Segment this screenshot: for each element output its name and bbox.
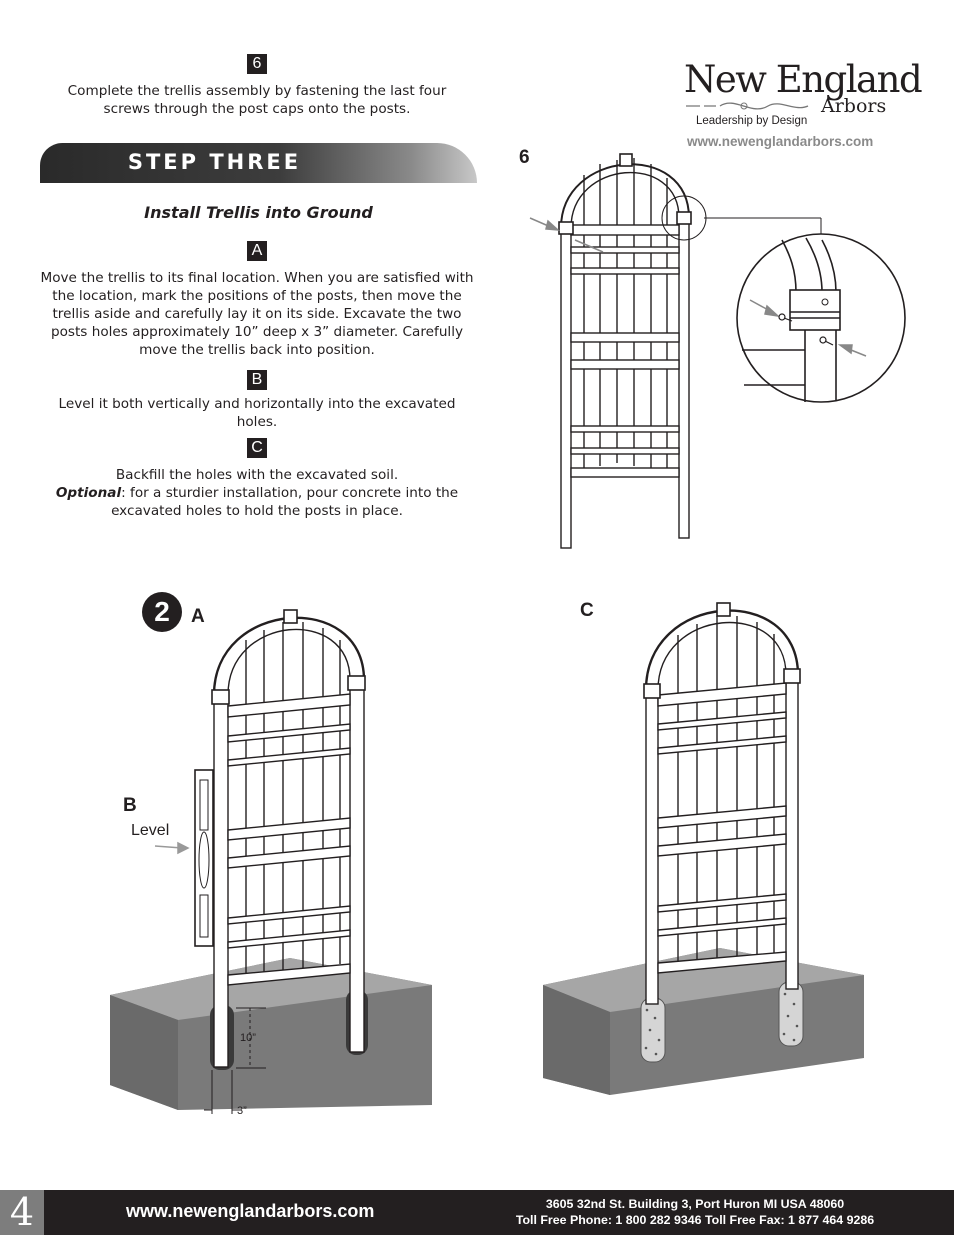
step6-instructions: Complete the trellis assembly by fasteni… — [67, 83, 447, 117]
step-badge-b: B — [247, 370, 267, 390]
page-number: 4 — [0, 1190, 44, 1235]
level-label: Level — [131, 822, 170, 839]
figure-a-label: A — [191, 606, 205, 627]
step-three-banner — [40, 143, 477, 183]
footer-address: 3605 32nd St. Building 3, Port Huron MI … — [545, 1197, 845, 1211]
optional-text: : for a sturdier installation, pour conc… — [111, 485, 459, 519]
step-badge-c: C — [247, 438, 267, 458]
figure-c-label: C — [580, 600, 594, 621]
logo-name: New England — [684, 58, 923, 101]
logo-tagline: Leadership by Design — [696, 115, 808, 127]
step-badge-a: A — [247, 241, 267, 261]
logo-sub: Arbors — [821, 95, 887, 117]
footer-phones: Toll Free Phone: 1 800 282 9346 Toll Fre… — [515, 1213, 875, 1227]
footer-url[interactable]: www.newenglandarbors.com — [126, 1201, 375, 1221]
logo-url: www.newenglandarbors.com — [687, 134, 874, 149]
figure-6-label: 6 — [519, 147, 530, 168]
step-three-subtitle: Install Trellis into Ground — [144, 203, 373, 222]
figure-2-number: 2 — [154, 596, 170, 627]
step-badge-6: 6 — [247, 54, 267, 74]
footer-contact: 3605 32nd St. Building 3, Port Huron MI … — [480, 1196, 910, 1228]
depth-dimension-label: 10” — [240, 1032, 256, 1044]
step-a-instructions: Move the trellis to its final location. … — [40, 270, 474, 358]
figure-b-label: B — [123, 795, 137, 816]
optional-label: Optional — [55, 485, 122, 501]
step-c-main-text: Backfill the holes with the excavated so… — [115, 467, 399, 483]
step-c-instructions: Backfill the holes with the excavated so… — [44, 466, 470, 520]
footer-bar — [0, 1190, 954, 1235]
step-three-title: STEP THREE — [127, 150, 302, 174]
step-b-instructions: Level it both vertically and horizontall… — [58, 396, 456, 430]
diameter-dimension-label: 3” — [237, 1105, 247, 1117]
